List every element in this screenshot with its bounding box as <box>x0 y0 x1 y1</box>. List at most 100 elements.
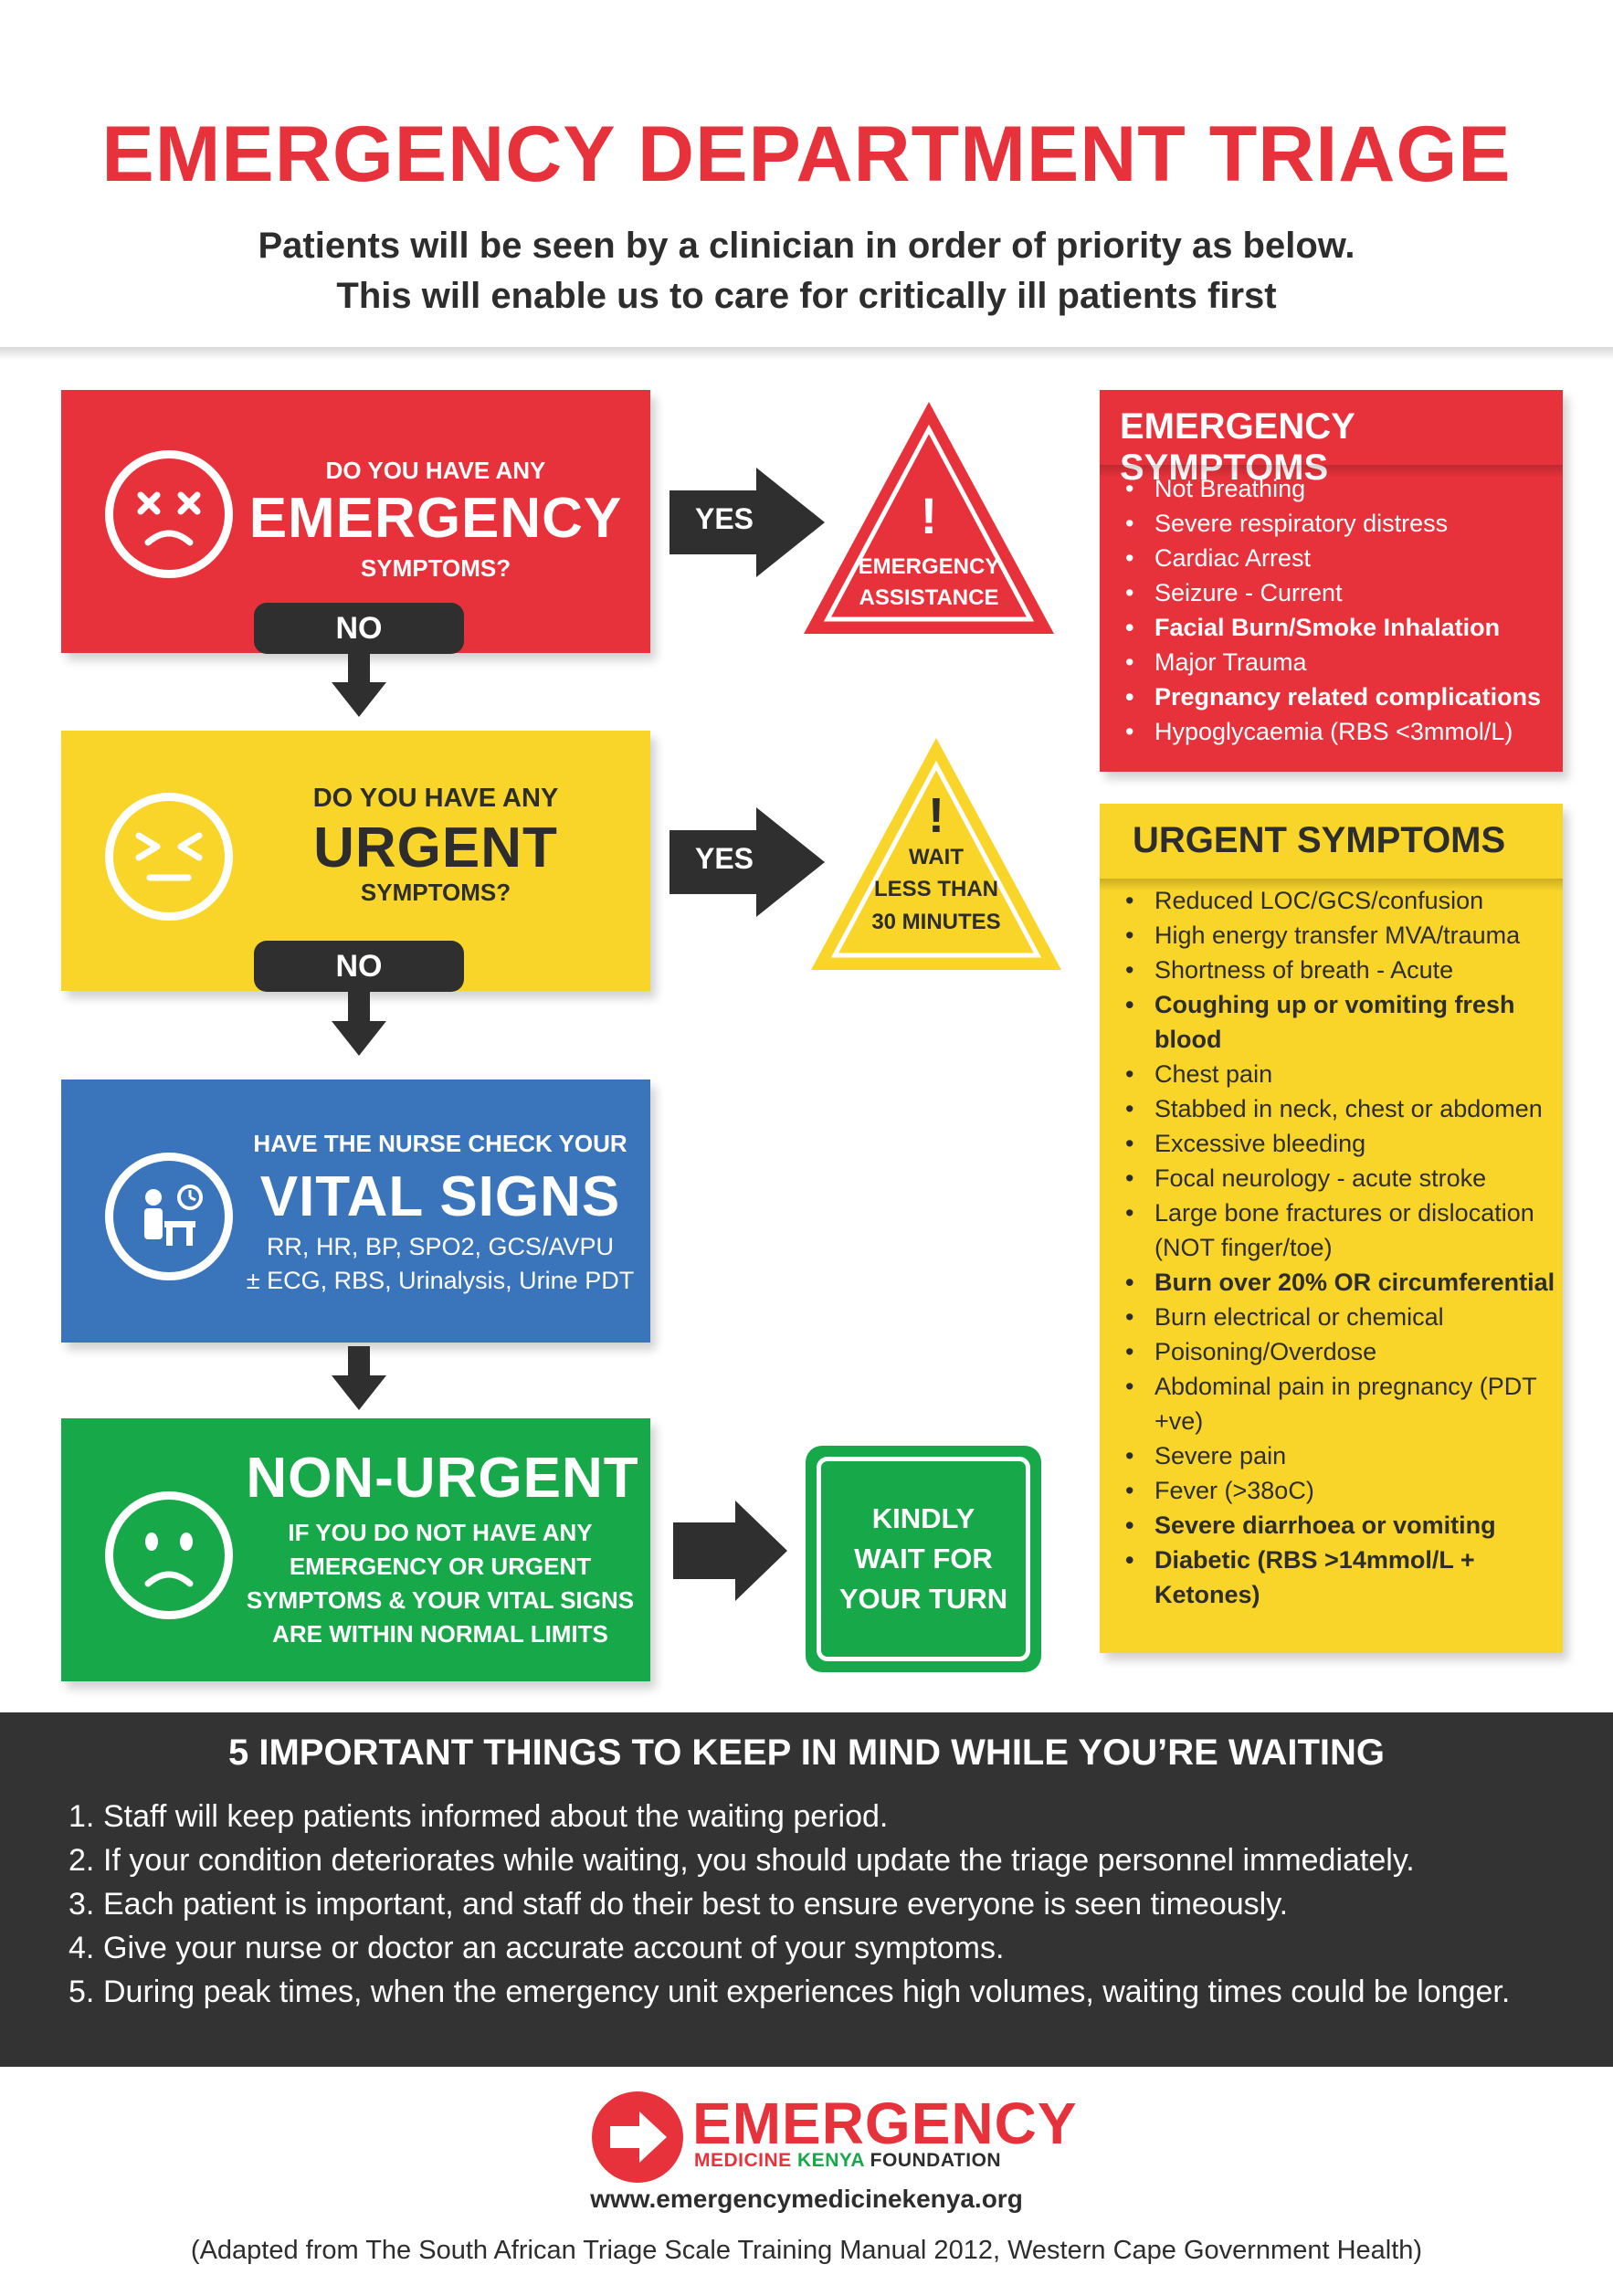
waiting-item-text: During peak times, when the emergency un… <box>103 1975 1511 2009</box>
non-urgent-title: NON-URGENT <box>246 1447 639 1510</box>
urgent-symptoms-panel: URGENT SYMPTOMS Reduced LOC/GCS/confusio… <box>1100 804 1563 1653</box>
non-urgent-arrow-icon <box>673 1501 787 1601</box>
symptom-item: Abdominal pain in pregnancy (PDT +ve) <box>1120 1369 1567 1438</box>
symptom-item: Major Trauma <box>1120 645 1558 679</box>
urgent-warning-triangle-icon <box>811 738 1061 970</box>
wait-your-turn-box: KINDLY WAIT FOR YOUR TURN <box>806 1446 1041 1672</box>
non-urgent-box: NON-URGENT IF YOU DO NOT HAVE ANY EMERGE… <box>61 1418 650 1681</box>
vital-signs-line-top: HAVE THE NURSE CHECK YOUR <box>253 1130 627 1157</box>
symptom-item: High energy transfer MVA/trauma <box>1120 918 1567 953</box>
urgent-triangle-line-1: WAIT <box>909 845 964 869</box>
symptom-item: Coughing up or vomiting fresh blood <box>1120 987 1567 1057</box>
non-urgent-detail-2: EMERGENCY OR URGENT <box>289 1553 592 1580</box>
symptom-item: Severe respiratory distress <box>1120 506 1558 541</box>
urgent-question-big: URGENT <box>313 816 558 879</box>
logo-text-sub: MEDICINE KENYA FOUNDATION <box>694 2150 1001 2172</box>
waiting-item-text: Each patient is important, and staff do … <box>103 1887 1289 1922</box>
symptom-item: Chest pain <box>1120 1057 1567 1091</box>
website-link[interactable]: www.emergencymedicinekenya.org <box>590 2185 1023 2213</box>
nurse-check-icon <box>105 1153 233 1280</box>
emergency-logo-icon <box>592 2091 683 2183</box>
waiting-item: 4.Give your nurse or doctor an accurate … <box>69 1926 1566 1970</box>
distressed-face-icon <box>105 450 233 578</box>
logo-sub-kenya: KENYA <box>797 2150 870 2171</box>
symptom-item: Shortness of breath - Acute <box>1120 953 1567 987</box>
emergency-symptoms-panel: EMERGENCY SYMPTOMS Not BreathingSevere r… <box>1100 390 1563 772</box>
waiting-item-number: 4. <box>69 1931 95 1965</box>
waiting-item: 1.Staff will keep patients informed abou… <box>69 1795 1566 1838</box>
symptom-item: Burn electrical or chemical <box>1120 1300 1567 1334</box>
emergency-triangle-line-2: ASSISTANCE <box>859 585 999 610</box>
symptom-item: Hypoglycaemia (RBS <3mmol/L) <box>1120 714 1558 749</box>
emergency-triangle-mark: ! <box>920 487 938 544</box>
yes-arrow-icon <box>669 807 825 917</box>
waiting-item-number: 5. <box>69 1975 95 2009</box>
urgent-triangle-line-3: 30 MINUTES <box>871 910 1001 934</box>
symptom-item: Facial Burn/Smoke Inhalation <box>1120 610 1558 645</box>
waiting-item-number: 2. <box>69 1843 95 1878</box>
wait-line-1: KINDLY <box>871 1502 975 1534</box>
subtitle-line-2: This will enable us to care for critical… <box>336 276 1277 316</box>
urgent-question-bottom: SYMPTOMS? <box>360 879 511 906</box>
emergency-question-bottom: SYMPTOMS? <box>360 554 511 582</box>
emergency-question-big: EMERGENCY <box>248 487 623 550</box>
waiting-item-text: Give your nurse or doctor an accurate ac… <box>103 1931 1005 1965</box>
symptom-item: Diabetic (RBS >14mmol/L + Ketones) <box>1120 1543 1567 1612</box>
waiting-title: 5 IMPORTANT THINGS TO KEEP IN MIND WHILE… <box>228 1733 1385 1773</box>
urgent-yes-label: YES <box>694 842 754 875</box>
non-urgent-detail-4: ARE WITHIN NORMAL LIMITS <box>272 1620 608 1648</box>
symptom-item: Pregnancy related complications <box>1120 679 1558 714</box>
waiting-list: 1.Staff will keep patients informed abou… <box>69 1795 1566 2014</box>
symptom-item: Severe pain <box>1120 1438 1567 1473</box>
yes-arrow-icon <box>669 468 825 577</box>
symptom-item: Focal neurology - acute stroke <box>1120 1161 1567 1195</box>
waiting-item-number: 3. <box>69 1887 95 1922</box>
symptom-item: Seizure - Current <box>1120 575 1558 610</box>
symptom-item: Large bone fractures or dislocation (NOT… <box>1120 1195 1567 1265</box>
emergency-warning-triangle-icon <box>804 402 1054 634</box>
waiting-item-text: Staff will keep patients informed about … <box>103 1799 889 1834</box>
source-note: (Adapted from The South African Triage S… <box>190 2236 1423 2265</box>
emergency-question-top: DO YOU HAVE ANY <box>325 457 546 484</box>
urgent-yes: YES <box>669 807 825 917</box>
vital-signs-line-big: VITAL SIGNS <box>259 1165 621 1228</box>
logo-sub-foundation: FOUNDATION <box>870 2150 1002 2171</box>
symptom-item: Cardiac Arrest <box>1120 541 1558 575</box>
subtitle-line-1: Patients will be seen by a clinician in … <box>258 226 1355 266</box>
waiting-section: 5 IMPORTANT THINGS TO KEEP IN MIND WHILE… <box>0 1712 1613 2067</box>
urgent-triangle-line-2: LESS THAN <box>873 877 998 901</box>
symptom-item: Reduced LOC/GCS/confusion <box>1120 883 1567 918</box>
urgent-question-top: DO YOU HAVE ANY <box>312 784 559 813</box>
emergency-symptoms-list: Not BreathingSevere respiratory distress… <box>1120 471 1558 749</box>
squinting-face-icon <box>105 793 233 921</box>
waiting-item-text: If your condition deteriorates while wai… <box>103 1843 1415 1878</box>
header-divider <box>0 347 1613 360</box>
down-arrow-icon <box>332 992 386 1056</box>
waiting-item: 5.During peak times, when the emergency … <box>69 1970 1566 2014</box>
page-title: EMERGENCY DEPARTMENT TRIAGE <box>101 111 1512 198</box>
logo-text-main: EMERGENCY <box>692 2091 1078 2156</box>
urgent-no-label: NO <box>254 941 464 992</box>
symptom-item: Stabbed in neck, chest or abdomen <box>1120 1091 1567 1126</box>
symptom-item: Burn over 20% OR circumferential <box>1120 1265 1567 1300</box>
header: EMERGENCY DEPARTMENT TRIAGE Patients wil… <box>0 0 1613 347</box>
emergency-yes: YES <box>669 468 825 577</box>
vital-signs-detail-2: ± ECG, RBS, Urinalysis, Urine PDT <box>246 1267 635 1294</box>
symptom-item: Severe diarrhoea or vomiting <box>1120 1508 1567 1543</box>
emergency-no-label: NO <box>254 603 464 654</box>
symptom-item: Excessive bleeding <box>1120 1126 1567 1161</box>
urgent-triangle-mark: ! <box>928 788 944 843</box>
symptom-item: Poisoning/Overdose <box>1120 1334 1567 1369</box>
emergency-question-box: DO YOU HAVE ANY EMERGENCY SYMPTOMS? <box>61 390 650 653</box>
non-urgent-detail-3: SYMPTOMS & YOUR VITAL SIGNS <box>246 1586 635 1614</box>
vital-signs-box: HAVE THE NURSE CHECK YOUR VITAL SIGNS RR… <box>61 1080 650 1343</box>
emergency-triangle-line-1: EMERGENCY <box>858 554 1000 579</box>
logo-sub-medicine: MEDICINE <box>694 2150 798 2171</box>
non-urgent-detail-1: IF YOU DO NOT HAVE ANY <box>288 1519 593 1546</box>
emergency-yes-label: YES <box>694 502 754 535</box>
sad-face-icon <box>105 1491 233 1619</box>
wait-line-2: WAIT FOR <box>854 1543 993 1575</box>
down-arrow-icon <box>332 1346 386 1410</box>
wait-line-3: YOUR TURN <box>838 1583 1008 1615</box>
